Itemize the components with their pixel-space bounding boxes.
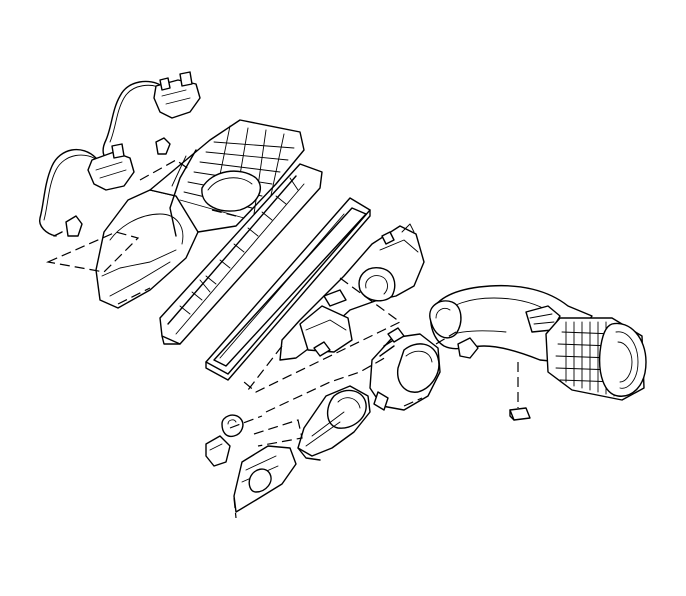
air-cleaner-frame (159, 163, 323, 345)
resonator-inlet-duct (297, 385, 371, 461)
lower-bracket (233, 445, 297, 513)
grommet (221, 414, 244, 438)
intake-outlet-duct (429, 284, 647, 401)
wiring-harness-clips (39, 71, 201, 237)
air-cleaner-lower-housing (279, 223, 425, 361)
air-cleaner-upper-housing (95, 119, 305, 309)
retainer-clip (205, 435, 231, 467)
air-filter-element (205, 197, 371, 381)
leader-lines (45, 159, 519, 519)
mass-airflow-sensor (369, 327, 441, 411)
bracket-pad (509, 407, 531, 421)
